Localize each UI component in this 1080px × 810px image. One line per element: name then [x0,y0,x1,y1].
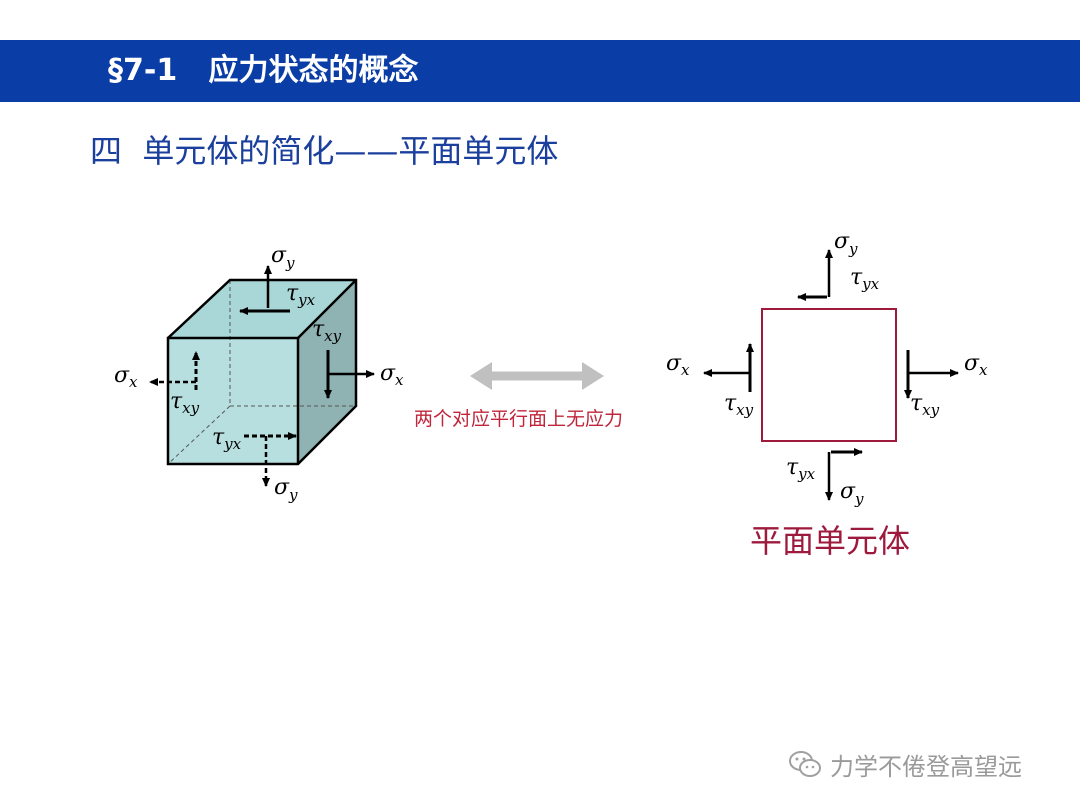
plane-labels: σy τyx σx τxy σx τxy τyx σy [666,229,988,508]
plane-stress-arrows [703,249,959,501]
plane-element-caption: 平面单元体 [750,522,911,560]
label-tau-yx-bottom: τyx [212,425,242,453]
plane-label-sigma-x-right: σx [964,351,988,379]
plane-element-square [761,308,897,442]
label-sigma-x-right: σx [380,361,404,389]
label-sigma-x-left: σx [114,363,138,391]
plane-label-sigma-y-bottom: σy [840,479,864,508]
label-tau-yx-top: τyx [286,281,316,309]
cube-hidden-edge [167,405,231,465]
cube-stress-arrows [149,265,375,487]
label-tau-xy-right: τxy [312,317,342,345]
plane-label-tau-yx-bottom: τyx [786,455,816,483]
header-bar: §7-1 应力状态的概念 [0,40,1080,102]
plane-label-tau-xy-left: τxy [724,391,754,419]
element-cube [166,278,358,466]
cube-front-face [168,338,298,464]
plane-label-sigma-x-left: σx [666,351,690,379]
cube-labels: σy τyx τxy σx σx τxy τyx σy [114,243,404,504]
double-arrow [470,362,604,390]
label-tau-xy-left: τxy [170,389,200,417]
plane-label-sigma-y-top: σy [834,229,858,258]
plane-label-tau-yx-top: τyx [850,265,880,293]
section-subtitle: 四 单元体的简化——平面单元体 [90,132,559,170]
watermark-text: 力学不倦登高望远 [830,752,1022,781]
header-title: §7-1 应力状态的概念 [108,53,419,88]
label-sigma-y-bottom: σy [274,475,298,504]
wechat-icon [789,751,821,777]
no-stress-note: 两个对应平行面上无应力 [414,408,624,430]
label-sigma-y-top: σy [271,243,295,272]
watermark: 力学不倦登高望远 [788,746,1022,782]
plane-label-tau-xy-right: τxy [910,391,940,419]
